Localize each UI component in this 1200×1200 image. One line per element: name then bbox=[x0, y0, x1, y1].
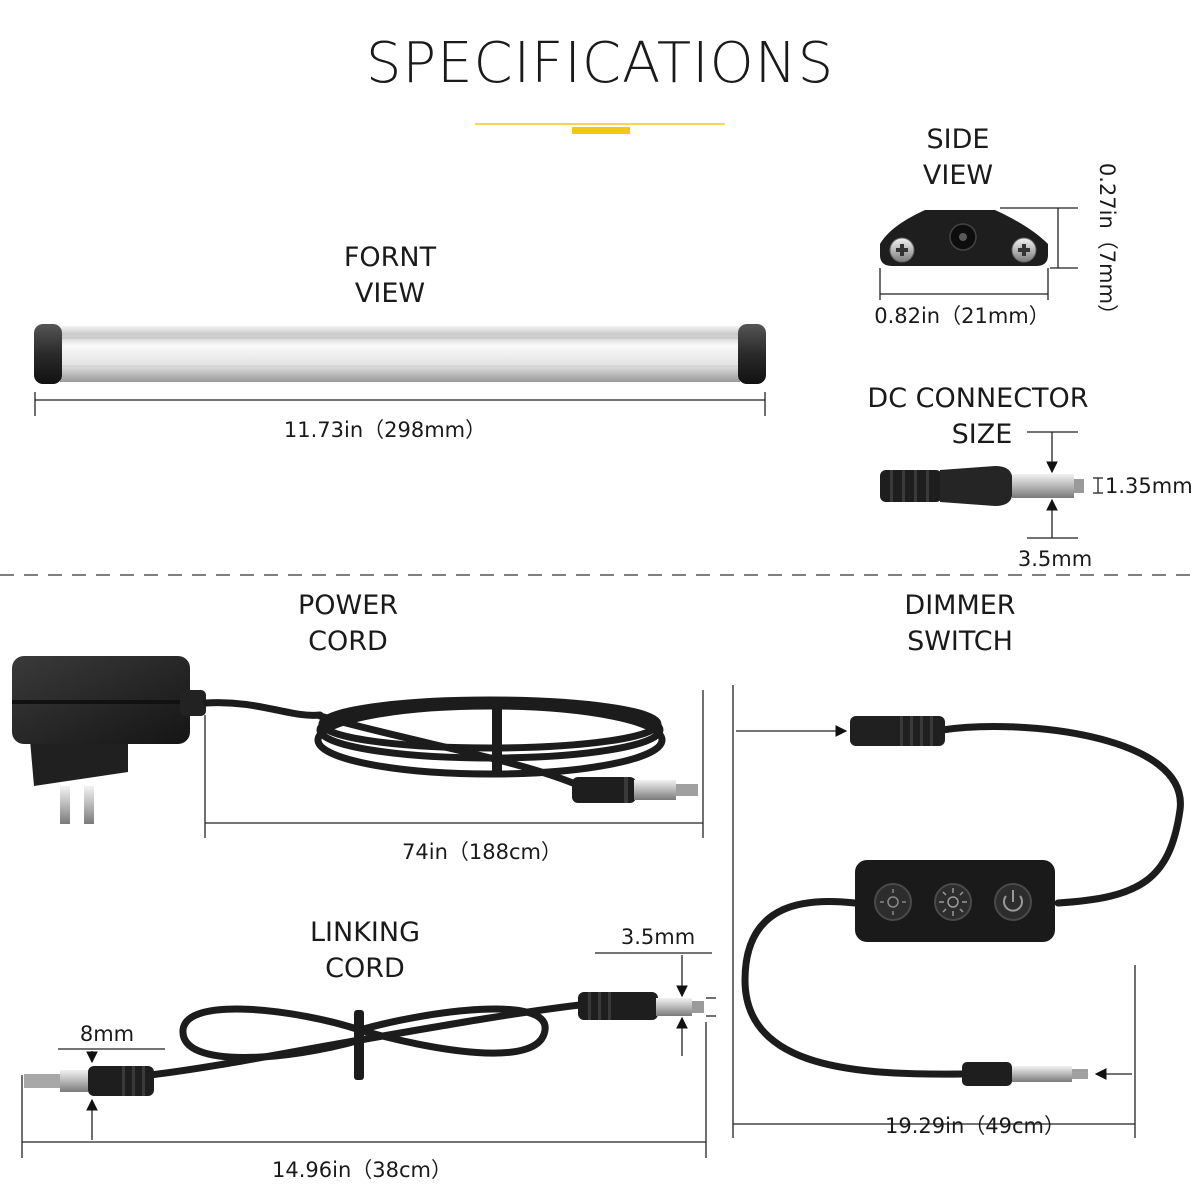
front-view-section: FORNT VIEW 11.73in（298mm） bbox=[34, 242, 766, 442]
side-view-label-line1: SIDE bbox=[927, 124, 990, 155]
dim-up-button bbox=[934, 883, 972, 921]
dim-down-button bbox=[874, 883, 912, 921]
linking-plug-size-value: 3.5mm bbox=[621, 925, 695, 949]
linking-cord-label-line1: LINKING bbox=[310, 917, 420, 948]
linking-plug-right bbox=[578, 992, 704, 1020]
front-view-label-line1: FORNT bbox=[344, 242, 437, 273]
power-cord-length-value: 74in（188cm） bbox=[402, 840, 562, 864]
end-cap-side bbox=[880, 210, 1048, 266]
side-view-label-line2: VIEW bbox=[923, 160, 993, 191]
power-adapter bbox=[12, 656, 206, 824]
power-cord-section: POWER CORD 74in（188cm） bbox=[12, 590, 704, 864]
dc-connector-label-line2: SIZE bbox=[952, 419, 1013, 450]
side-width-value: 0.82in（21mm） bbox=[874, 304, 1050, 328]
linking-cable bbox=[146, 1001, 584, 1080]
screw-icon bbox=[889, 237, 915, 263]
power-cord-label-line1: POWER bbox=[298, 590, 398, 621]
power-cord-label-line2: CORD bbox=[308, 626, 388, 657]
screw-icon bbox=[1011, 237, 1037, 263]
side-height-value: 0.27in（7mm） bbox=[1095, 163, 1119, 325]
front-view-label-line2: VIEW bbox=[355, 278, 425, 309]
dc-jack bbox=[850, 716, 945, 746]
power-cable bbox=[202, 696, 698, 803]
dimmer-cable bbox=[741, 723, 1184, 1078]
dc-plug bbox=[880, 466, 1084, 506]
dimmer-length-value: 19.29in（49cm） bbox=[885, 1114, 1065, 1138]
page-title: SPECIFICATIONS bbox=[366, 31, 834, 96]
linking-cord-section: LINKING CORD 3.5mm 8mm bbox=[21, 917, 716, 1182]
dimmer-controller bbox=[855, 860, 1055, 942]
linking-cord-label-line2: CORD bbox=[325, 953, 405, 984]
dimmer-switch-section: DIMMER SWITCH bbox=[732, 590, 1184, 1138]
dimmer-switch-label-line1: DIMMER bbox=[904, 590, 1015, 621]
dc-outer-diameter-value: 3.5mm bbox=[1018, 547, 1092, 571]
title-accent-bar bbox=[572, 127, 630, 134]
linking-jack-size-value: 8mm bbox=[80, 1022, 134, 1046]
dimmer-switch-label-line2: SWITCH bbox=[907, 626, 1013, 657]
dc-connector-label-line1: DC CONNECTOR bbox=[867, 383, 1088, 414]
light-bar bbox=[34, 324, 766, 384]
dc-connector-section: DC CONNECTOR SIZE 1.35mm 3.5mm bbox=[867, 383, 1192, 571]
side-view-section: SIDE VIEW 0.27in（7mm） 0.82in（21mm） bbox=[874, 124, 1119, 328]
linking-jack-left bbox=[24, 1066, 154, 1096]
front-length-value: 11.73in（298mm） bbox=[284, 418, 486, 442]
linking-cord-length-value: 14.96in（38cm） bbox=[272, 1158, 452, 1182]
dimmer-output-plug bbox=[962, 1062, 1088, 1086]
power-icon bbox=[994, 883, 1032, 921]
dc-inner-diameter-value: 1.35mm bbox=[1105, 474, 1193, 498]
